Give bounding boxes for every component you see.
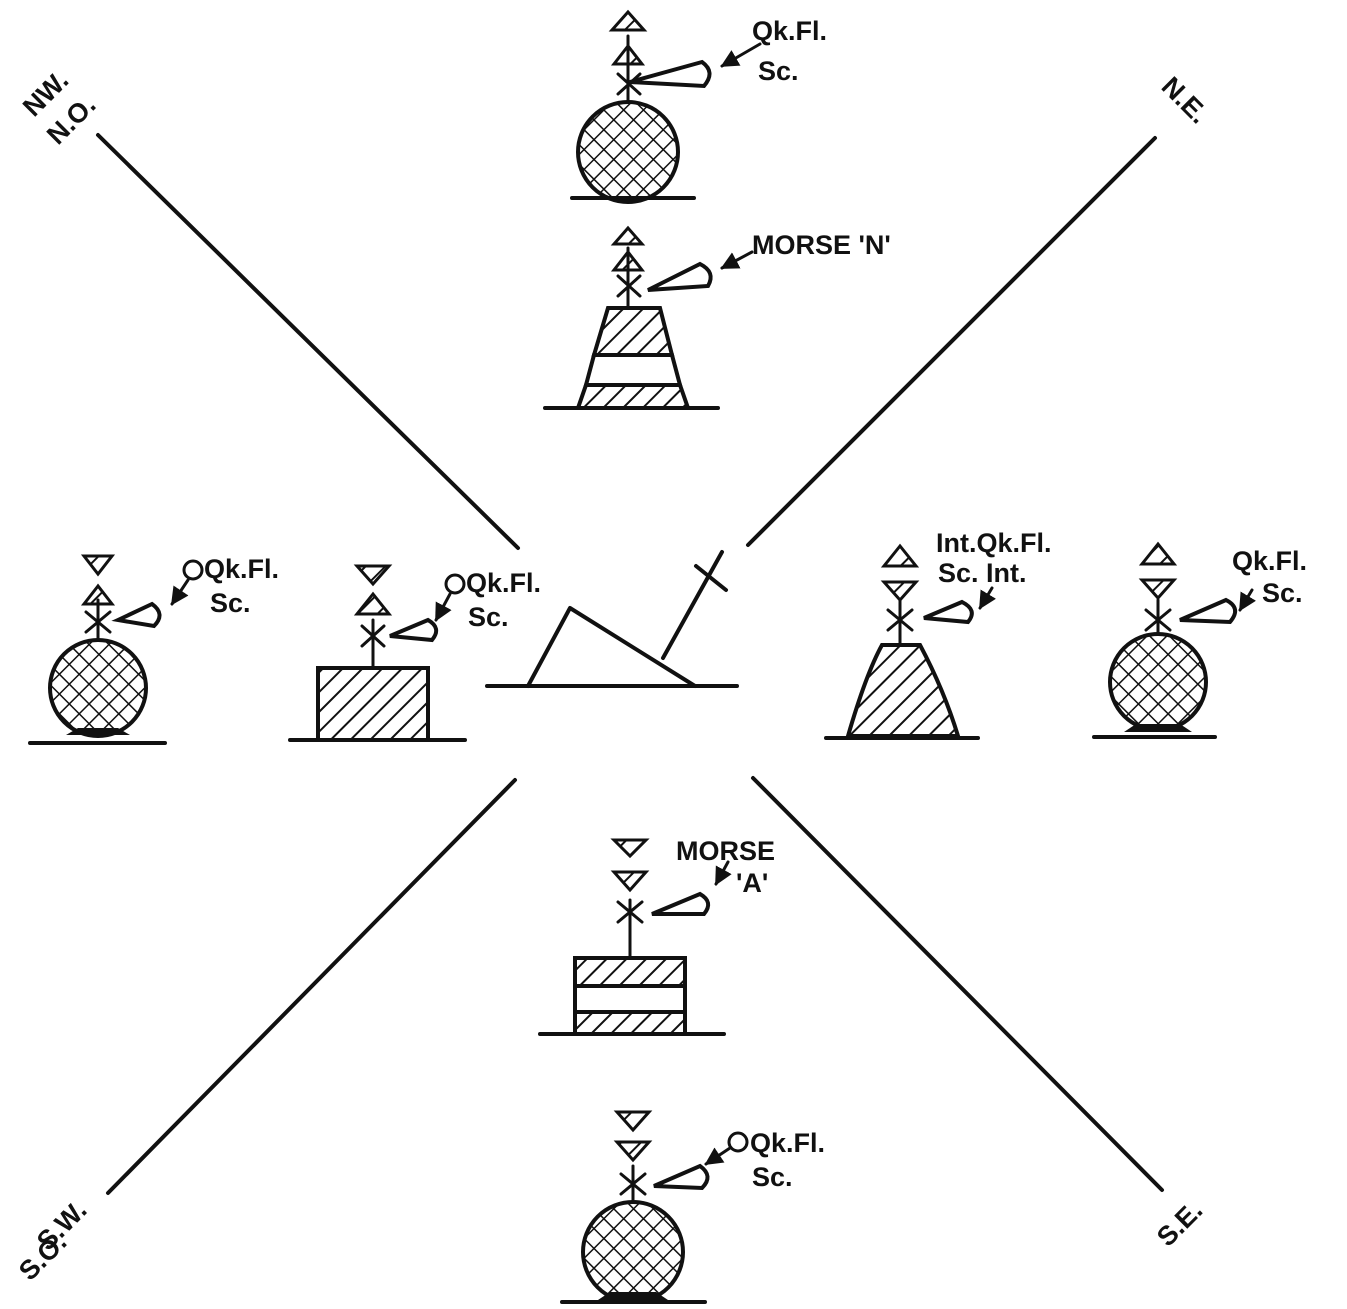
east-sphere-buoy: Qk.Fl. Sc.: [1092, 541, 1307, 739]
east-cone-buoy: Int.Qk.Fl. Sc. Int.: [824, 528, 1052, 740]
cone-topmark-icon: [1138, 541, 1178, 601]
ne-quadrant-line: [746, 136, 1157, 547]
light-flare-icon: [886, 599, 974, 632]
light-label-qkfl: Qk.Fl.: [752, 16, 827, 46]
light-label-int-qkfl: Int.Qk.Fl.: [936, 528, 1052, 558]
light-label-qkfl: Qk.Fl.: [204, 554, 279, 584]
light-label-qkfl: Qk.Fl.: [750, 1128, 825, 1158]
light-flare-icon: [619, 1163, 710, 1196]
light-flare-icon: [616, 891, 711, 924]
light-flare-icon: [1144, 597, 1238, 632]
light-label-sc: Sc.: [1262, 578, 1303, 608]
cone-topmark-icon: [608, 9, 648, 66]
cone-topmark-icon: [613, 1110, 653, 1163]
light-flare-icon: [616, 261, 713, 298]
cone-topmark-icon: [80, 554, 116, 606]
se-quadrant-line: [751, 776, 1164, 1192]
cone-topmark-icon: [610, 838, 650, 893]
wreck-symbol: [485, 550, 739, 688]
direction-label-ne: N.E.: [1156, 71, 1214, 129]
light-flare-icon: [360, 617, 439, 648]
light-label-sc-int: Sc. Int.: [938, 558, 1027, 588]
direction-label-se: S.E.: [1151, 1195, 1208, 1252]
light-label-sc: Sc.: [752, 1162, 793, 1192]
south-can-buoy: MORSE 'A': [538, 836, 775, 1036]
south-sphere-buoy: Qk.Fl. Sc.: [560, 1110, 825, 1304]
sw-quadrant-line: [106, 778, 517, 1195]
light-label-qkfl: Qk.Fl.: [1232, 546, 1307, 576]
north-cone-buoy: MORSE 'N': [543, 225, 891, 410]
light-label-morse: MORSE: [676, 836, 775, 866]
light-label-sc: Sc.: [468, 602, 509, 632]
west-can-buoy: Qk.Fl. Sc.: [288, 564, 541, 742]
cone-topmark-icon: [353, 564, 393, 616]
light-label-a: 'A': [736, 868, 768, 898]
light-flare-icon: [616, 59, 712, 96]
cone-topmark-icon: [880, 543, 920, 603]
light-label-morse-n: MORSE 'N': [752, 230, 891, 260]
north-sphere-buoy: Qk.Fl. Sc.: [570, 9, 827, 204]
cone-topmark-icon: [610, 225, 646, 272]
light-label-qkfl: Qk.Fl.: [466, 568, 541, 598]
nw-quadrant-line: [96, 133, 520, 550]
light-label-sc: Sc.: [758, 56, 799, 86]
light-label-sc: Sc.: [210, 588, 251, 618]
light-flare-icon: [84, 601, 162, 634]
west-sphere-buoy: Qk.Fl. Sc.: [28, 554, 279, 745]
